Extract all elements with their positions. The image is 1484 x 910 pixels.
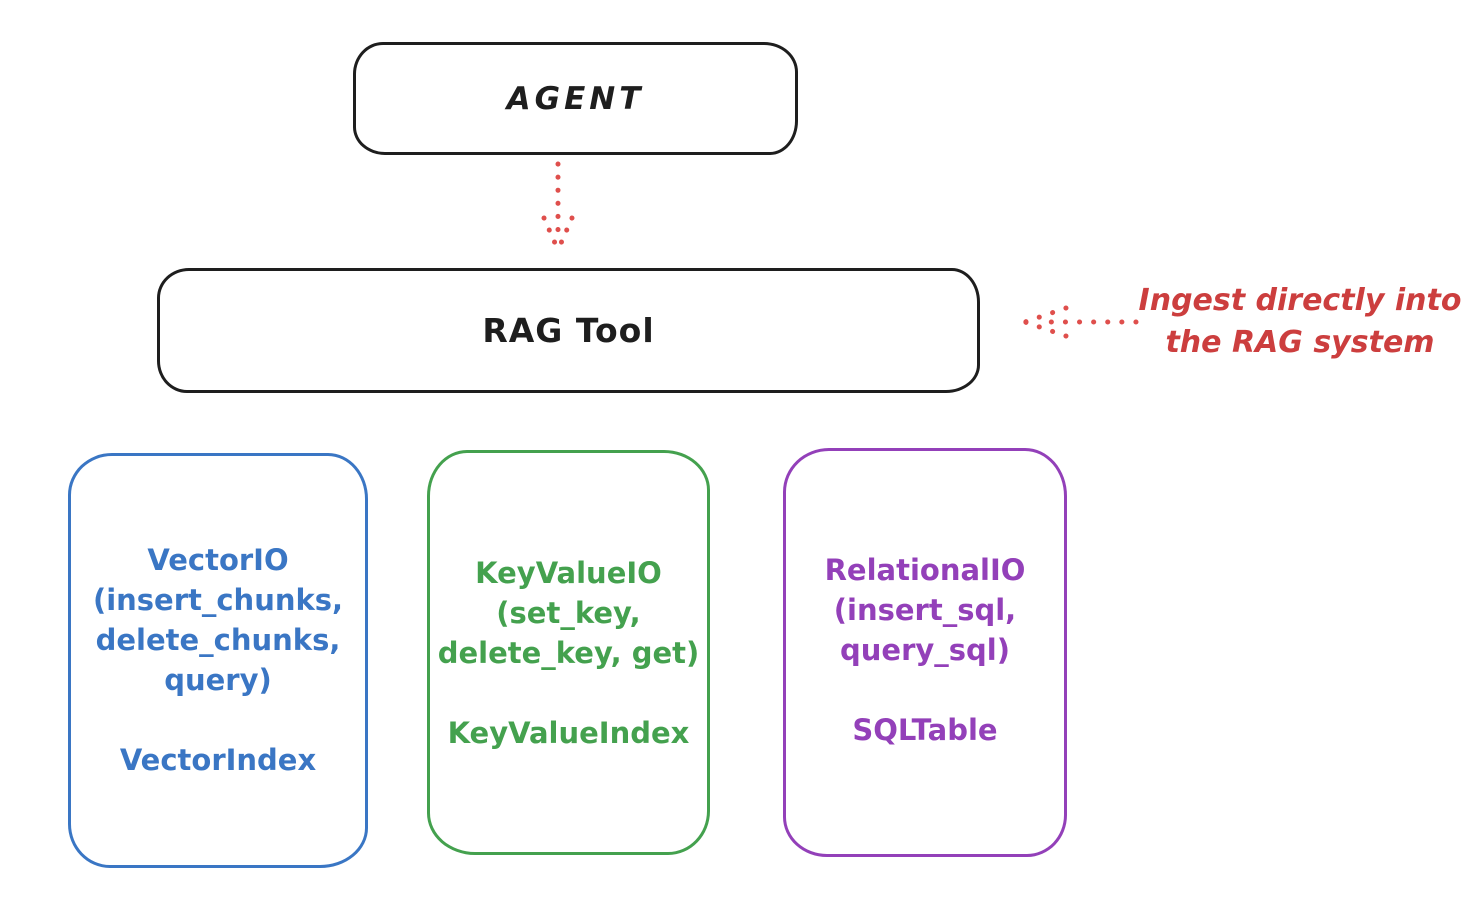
relational-io-line: (insert_sql, [833,593,1017,627]
ingest-annotation-line2: the RAG system [1165,325,1435,360]
keyvalue-index-label: KeyValueIndex [447,716,690,750]
keyvalue-io-line: delete_key, get) [437,636,700,670]
keyvalue-io-line: KeyValueIO [475,556,662,590]
ingest-annotation: Ingest directly into the RAG system [1130,280,1470,364]
rag-tool-node-label: RAG Tool [482,311,655,350]
agent-node-label: AGENT [506,80,645,117]
vector-io-line: (insert_chunks, [92,583,344,617]
dotted-arrow-down-icon [541,161,575,253]
keyvalue-io-node: KeyValueIO (set_key, delete_key, get) Ke… [427,450,710,855]
vector-io-node: VectorIO (insert_chunks, delete_chunks, … [68,453,368,868]
relational-io-line: query_sql) [840,633,1010,667]
relational-io-node: RelationalIO (insert_sql, query_sql) SQL… [783,448,1067,857]
vector-io-line: VectorIO [147,543,289,577]
keyvalue-io-line: (set_key, [496,596,641,630]
vector-io-line: delete_chunks, [95,623,341,657]
vector-index-label: VectorIndex [119,743,317,777]
sql-table-label: SQLTable [852,713,998,747]
dotted-arrow-left-icon [1022,305,1139,339]
agent-node: AGENT [353,42,798,155]
relational-io-line: RelationalIO [824,553,1026,587]
rag-tool-node: RAG Tool [157,268,980,393]
ingest-annotation-line1: Ingest directly into [1138,283,1462,318]
vector-io-line: query) [164,663,272,697]
